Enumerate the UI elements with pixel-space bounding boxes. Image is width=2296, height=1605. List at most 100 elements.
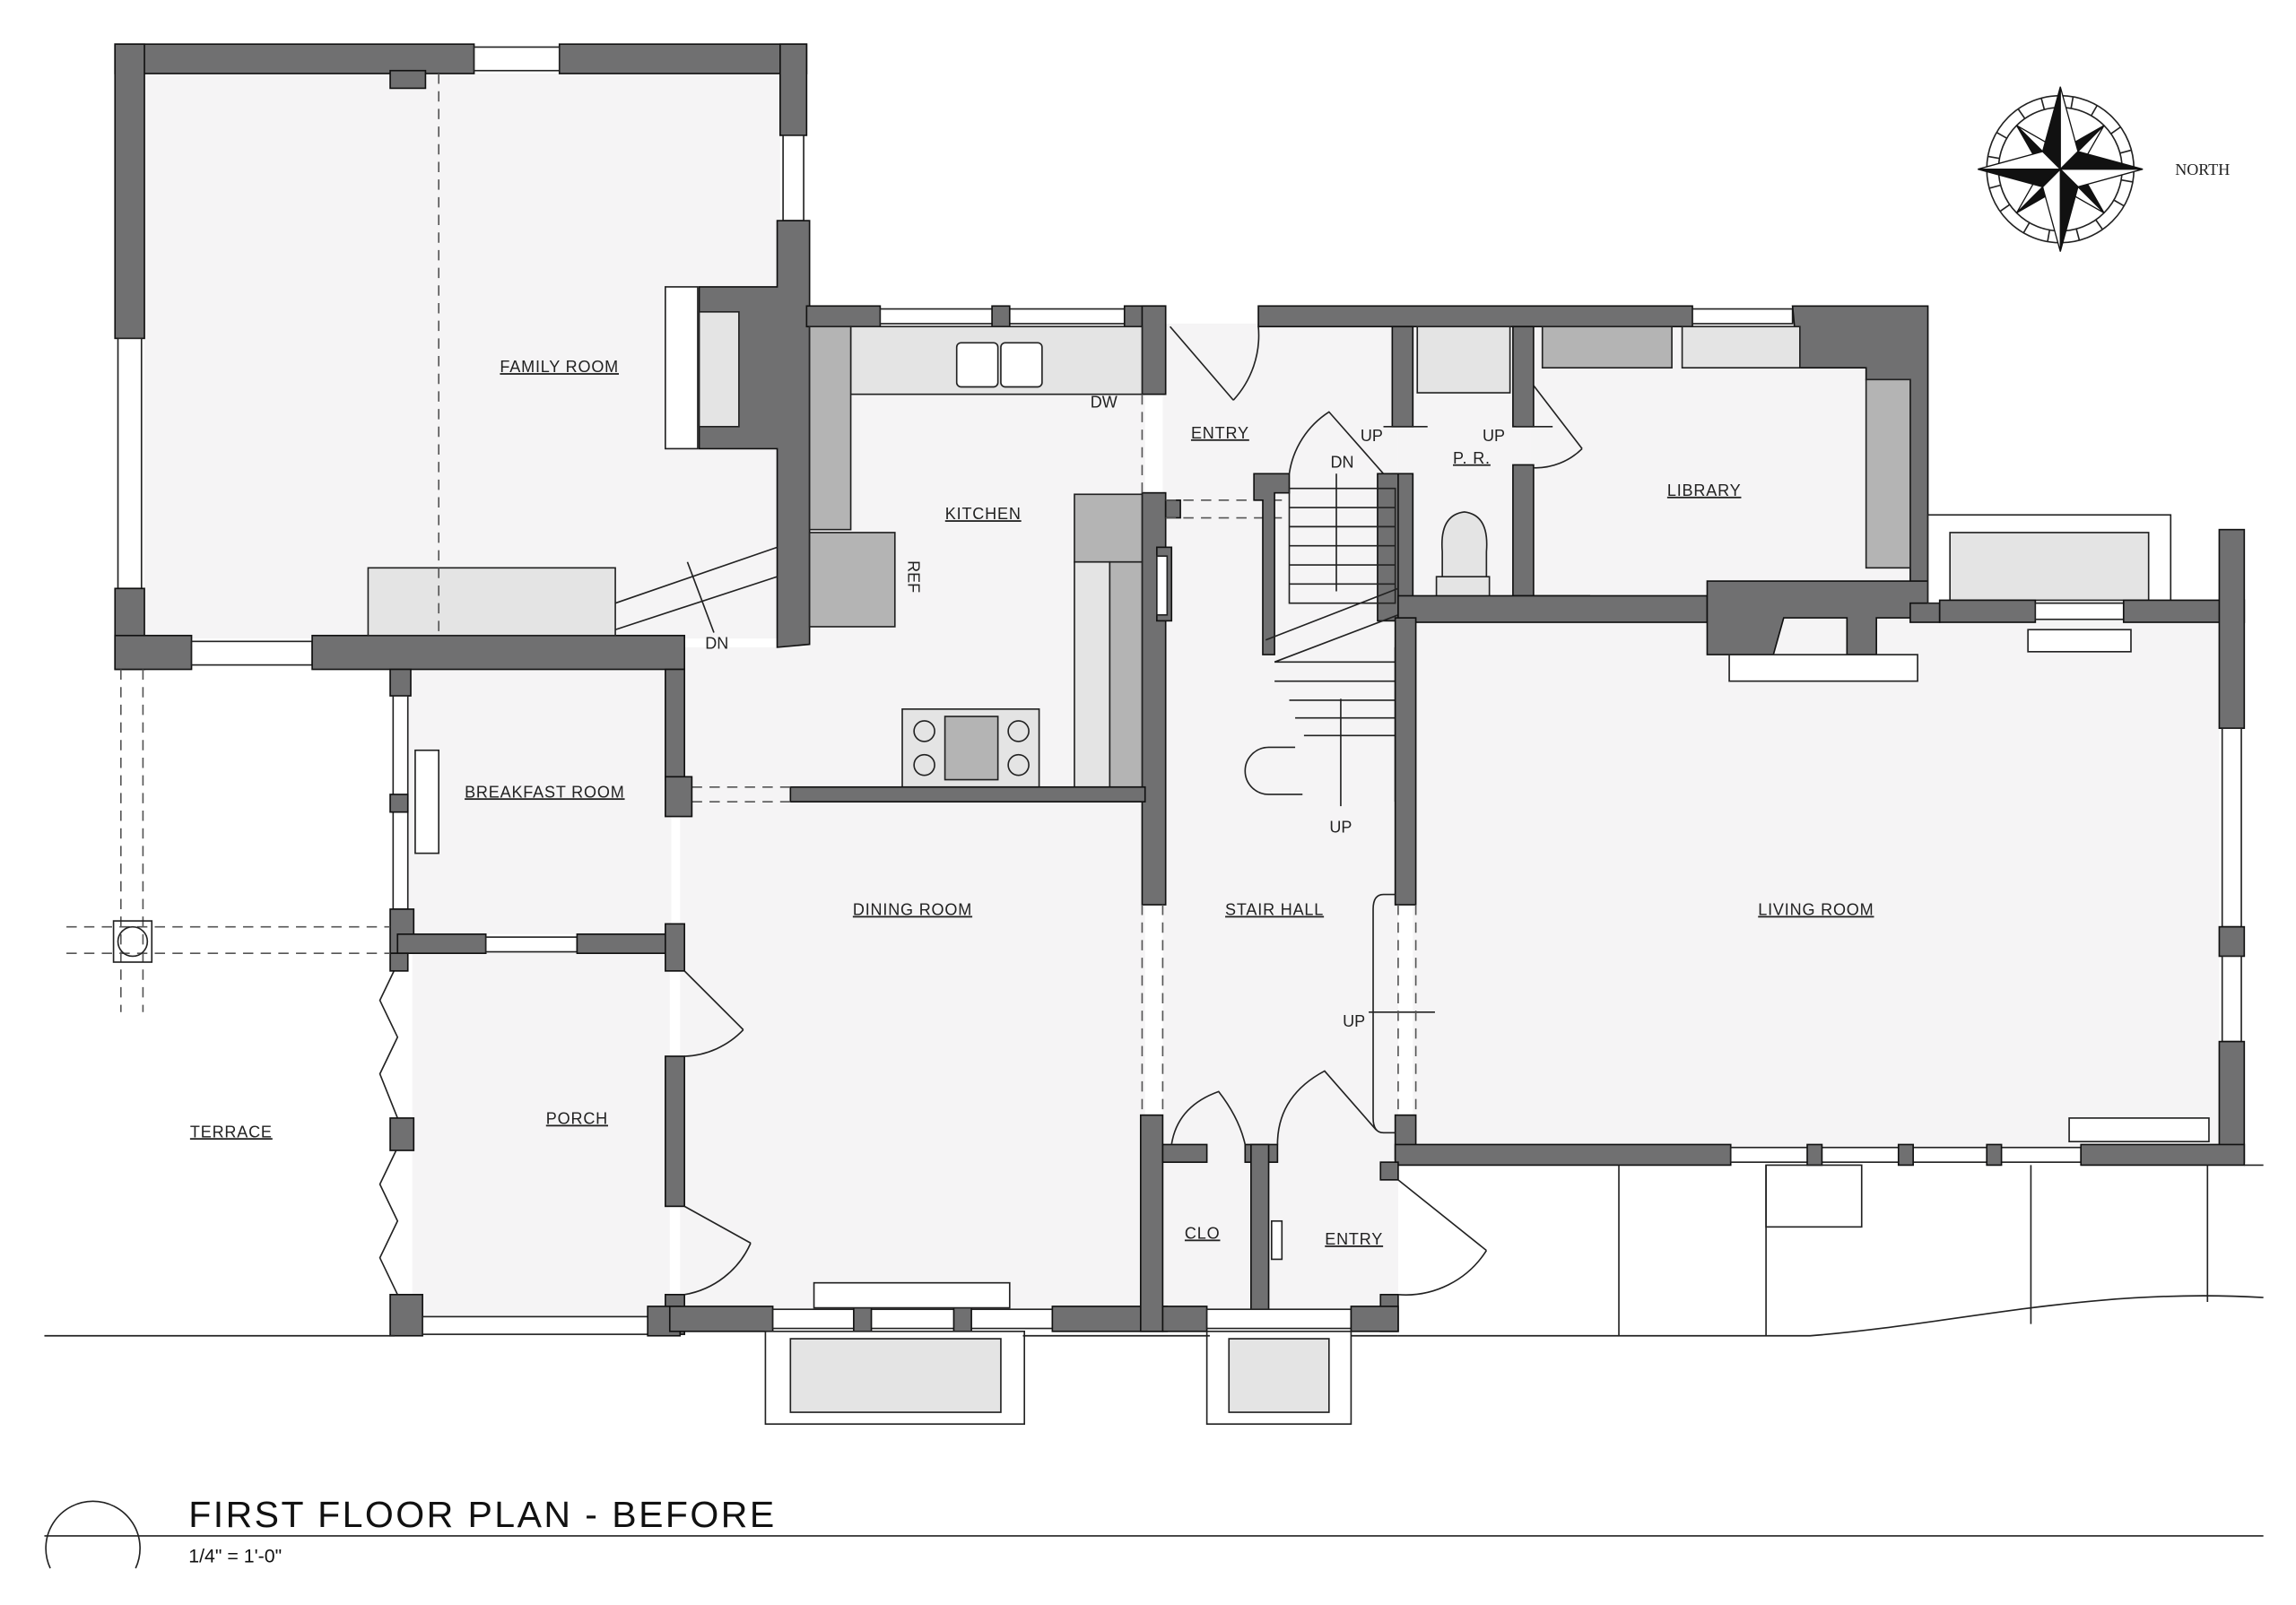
terrace-label: TERRACE (190, 1123, 273, 1141)
bookshelf (1865, 378, 1911, 569)
wall (952, 1306, 972, 1332)
radiator (414, 749, 440, 855)
family-room-label: FAMILY ROOM (500, 358, 619, 376)
wall (114, 43, 145, 340)
wall (389, 794, 409, 813)
shelf (1270, 1219, 1283, 1261)
wall (558, 43, 808, 74)
burner (913, 753, 935, 776)
stair-up-label: UP (1329, 819, 1352, 837)
wall (114, 634, 193, 671)
hearth (1728, 654, 1918, 682)
wall (1909, 602, 1941, 623)
column-base (112, 920, 153, 963)
hall-up-label: UP (1343, 1012, 1365, 1030)
wall (1161, 1306, 1208, 1332)
step (1765, 1164, 1863, 1228)
compass-star (1978, 86, 2144, 252)
wall (389, 952, 409, 972)
window (190, 640, 313, 666)
entry-label: ENTRY (1191, 424, 1249, 442)
title-block: FIRST FLOOR PLAN - BEFORE 1/4" = 1'-0" (44, 1494, 2264, 1569)
window (2221, 955, 2242, 1043)
porch-floor (412, 949, 670, 1317)
door-swing (1276, 1070, 1377, 1145)
step-line (614, 546, 778, 604)
wall (311, 634, 686, 671)
wall (1986, 1143, 2003, 1167)
window (473, 46, 561, 72)
wall (1394, 617, 1417, 906)
pantry (1109, 560, 1144, 788)
site (44, 669, 2264, 1337)
window (2221, 727, 2242, 928)
window (484, 936, 578, 953)
column (117, 925, 149, 958)
wall (2218, 1040, 2246, 1163)
window (771, 1308, 1054, 1330)
dining-room-label: DINING ROOM (853, 901, 972, 919)
breakfast-room-floor (406, 669, 672, 934)
window (782, 134, 804, 221)
library-floor (1530, 323, 1910, 603)
door-swing (1533, 447, 1583, 469)
wall (114, 43, 475, 74)
library-label: LIBRARY (1667, 482, 1742, 499)
front-door (1169, 325, 1234, 401)
wall (1164, 499, 1181, 519)
living-room: UP (1343, 514, 2246, 1167)
wall (789, 785, 1146, 802)
north-arrow-compass (1978, 86, 2144, 252)
wall (1512, 464, 1535, 613)
kitchen: REF DW (670, 305, 1290, 906)
radiator (813, 1281, 1011, 1309)
hall-floor (671, 646, 810, 802)
terrace-edge (1397, 1295, 2264, 1337)
family-room-walls: DN (114, 43, 811, 671)
wall (665, 776, 693, 818)
stair-hall-floor (1162, 499, 1398, 1317)
drawing-title: FIRST FLOOR PLAN - BEFORE (188, 1494, 776, 1535)
break-line (1265, 587, 1399, 641)
radiator (1156, 555, 1169, 616)
living-room-label: LIVING ROOM (1758, 901, 1874, 919)
upper-cabinet (1074, 493, 1144, 563)
wall (1938, 599, 2037, 623)
radiator (2027, 629, 2132, 653)
living-room-floor (1413, 618, 2220, 1151)
window (422, 1315, 659, 1335)
counter-left (808, 325, 852, 531)
wall (1250, 1143, 1270, 1323)
wall (1897, 1143, 1914, 1167)
window-seat (1372, 893, 1396, 1134)
pr-up-label: UP (1483, 427, 1505, 445)
south-entry-label: ENTRY (1325, 1230, 1383, 1248)
wall (665, 1055, 686, 1208)
griddle (944, 716, 999, 781)
window-seat (367, 567, 616, 637)
hearth (665, 286, 699, 450)
wall (389, 1117, 415, 1151)
cabinet (1681, 325, 1801, 369)
family-dn-label: DN (705, 635, 728, 653)
wall (2080, 1143, 2246, 1167)
wall (1139, 1114, 1164, 1332)
folding-doors (378, 1147, 399, 1296)
wall (1350, 1306, 1399, 1332)
door-swing (1232, 326, 1260, 401)
wall (2218, 528, 2246, 729)
dining-room-floor (680, 802, 1145, 1317)
cabinet (1541, 325, 1673, 369)
dn-arrow (686, 561, 715, 633)
wall (1806, 1143, 1823, 1167)
door-swing (1170, 1090, 1247, 1145)
wall (1161, 1143, 1208, 1163)
wall (1379, 1161, 1399, 1181)
refrigerator (808, 532, 896, 628)
burner (1007, 720, 1030, 742)
ref-label: REF (905, 560, 923, 593)
wall (2218, 925, 2246, 958)
upper-stair-flight: DN (1288, 454, 1396, 604)
porch-label: PORCH (546, 1109, 608, 1127)
